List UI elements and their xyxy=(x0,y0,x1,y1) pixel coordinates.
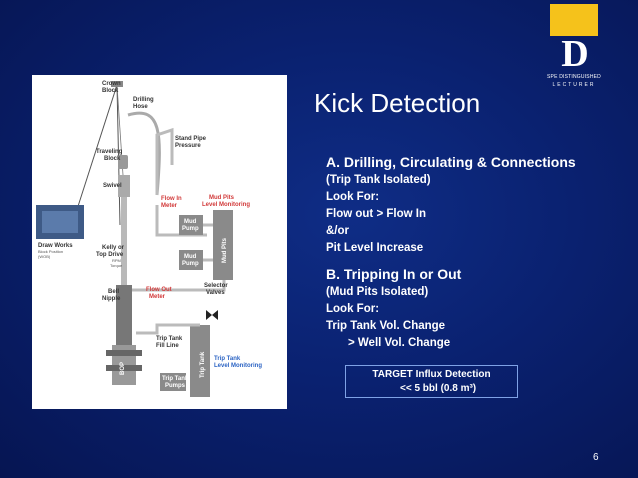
label-traveling-2: Block xyxy=(104,156,121,162)
kelly-drillstring xyxy=(121,197,127,337)
label-mud-pump-1: Mud xyxy=(184,219,197,225)
logo-caption-2: LECTURER xyxy=(552,82,596,88)
label-bell-nipple: Bell xyxy=(108,289,119,295)
flow-out-line xyxy=(132,280,226,292)
label-torque: Torque xyxy=(110,263,123,268)
section-b-line: Look For: xyxy=(326,303,380,315)
label-trip-pumps: Trip Tank xyxy=(162,376,189,382)
label-block-position-2: (WOB) xyxy=(38,254,51,259)
label-mud-pump-1b: Pump xyxy=(182,226,199,232)
trip-tank-fill-line xyxy=(136,323,200,335)
selector-valve-2 xyxy=(212,310,218,320)
label-traveling: Traveling xyxy=(96,149,123,155)
selector-valve-1 xyxy=(206,310,212,320)
mud-pits-label: Mud Pits xyxy=(222,237,228,263)
trip-tank-label: Trip Tank xyxy=(200,351,206,378)
label-stand-pipe: Stand Pipe xyxy=(175,136,207,142)
bop-flange-1 xyxy=(106,350,142,356)
label-selector-2: Valves xyxy=(206,290,225,296)
section-b-line: (Mud Pits Isolated) xyxy=(326,286,429,298)
page-number: 6 xyxy=(593,452,599,463)
label-flow-in: Flow In xyxy=(161,196,182,202)
derrick-line-right xyxy=(116,84,121,226)
label-trip-fill: Trip Tank xyxy=(156,336,183,342)
section-a-heading: A. Drilling, Circulating & Connections xyxy=(326,154,576,170)
mud-pump-2 xyxy=(179,250,203,270)
label-crown: Crown xyxy=(102,81,121,87)
label-crown-2: Block xyxy=(102,88,119,94)
label-drilling-hose: Drilling xyxy=(133,97,154,103)
derrick-line-left xyxy=(71,84,118,226)
draw-works-body xyxy=(42,211,78,233)
label-mud-pump-2b: Pump xyxy=(182,261,199,267)
drill-line xyxy=(116,84,125,191)
section-b-line: Trip Tank Vol. Change xyxy=(326,320,446,332)
logo-accent-bar xyxy=(550,4,598,36)
label-trip-fill-2: Fill Line xyxy=(156,343,179,349)
bop-label: BOP xyxy=(120,362,126,375)
logo-caption: SPE DISTINGUISHED xyxy=(547,74,601,80)
label-mud-pits-monitor-2: Level Monitoring xyxy=(202,202,250,208)
label-rpm: RPM xyxy=(112,258,121,263)
label-drilling-hose-2: Hose xyxy=(133,104,148,110)
trip-tank-pumps xyxy=(160,373,186,391)
label-selector: Selector xyxy=(204,283,228,289)
section-a: A. Drilling, Circulating & Connections (… xyxy=(326,152,576,257)
rig-diagram-svg: BOP Mud Pits Trip Tank xyxy=(36,81,262,397)
bop-flange-2 xyxy=(106,365,142,371)
label-trip-pumps-2: Pumps xyxy=(165,383,186,389)
label-stand-pipe-2: Pressure xyxy=(175,143,201,149)
section-b-indented-line: > Well Vol. Change xyxy=(348,337,451,349)
label-mud-pump-2: Mud xyxy=(184,254,197,260)
label-kelly: Kelly or xyxy=(102,245,125,251)
label-flow-in-2: Meter xyxy=(161,203,178,209)
trip-tank xyxy=(190,325,210,397)
label-flow-out: Flow Out xyxy=(146,287,172,293)
slide-title: Kick Detection xyxy=(314,88,481,118)
stand-pipe xyxy=(155,127,174,195)
target-line-2: << 5 bbl (0.8 m³) xyxy=(400,383,477,394)
swivel xyxy=(118,175,130,197)
label-trip-monitor: Trip Tank xyxy=(214,356,241,362)
section-b: B. Tripping In or Out (Mud Pits Isolated… xyxy=(326,264,461,352)
section-a-line: Pit Level Increase xyxy=(326,242,424,254)
label-trip-monitor-2: Level Monitoring xyxy=(214,363,262,369)
label-flow-out-2: Meter xyxy=(149,294,166,300)
rig-diagram: BOP Mud Pits Trip Tank xyxy=(32,75,287,409)
mud-pits xyxy=(213,210,233,280)
label-kelly-2: Top Drive xyxy=(96,252,124,258)
section-a-line: &/or xyxy=(326,225,349,237)
crown-block xyxy=(111,81,123,87)
section-a-line: Flow out > Flow In xyxy=(326,208,426,220)
target-box: TARGET Influx Detection << 5 bbl (0.8 m³… xyxy=(345,365,518,398)
label-block-position: Block Position xyxy=(38,249,63,254)
traveling-block xyxy=(118,155,128,169)
drilling-hose xyxy=(127,111,161,196)
section-b-heading: B. Tripping In or Out xyxy=(326,266,462,282)
bell-nipple xyxy=(116,285,132,345)
label-mud-pits-monitor: Mud Pits xyxy=(209,195,235,201)
mud-pump-1 xyxy=(179,215,203,235)
label-swivel: Swivel xyxy=(103,183,122,189)
logo-letter: D xyxy=(561,33,589,75)
section-a-line: (Trip Tank Isolated) xyxy=(326,174,431,186)
label-draw-works: Draw Works xyxy=(38,243,73,249)
target-line-1: TARGET Influx Detection xyxy=(372,369,491,380)
section-a-line: Look For: xyxy=(326,191,380,203)
label-bell-nipple-2: Nipple xyxy=(102,296,121,302)
